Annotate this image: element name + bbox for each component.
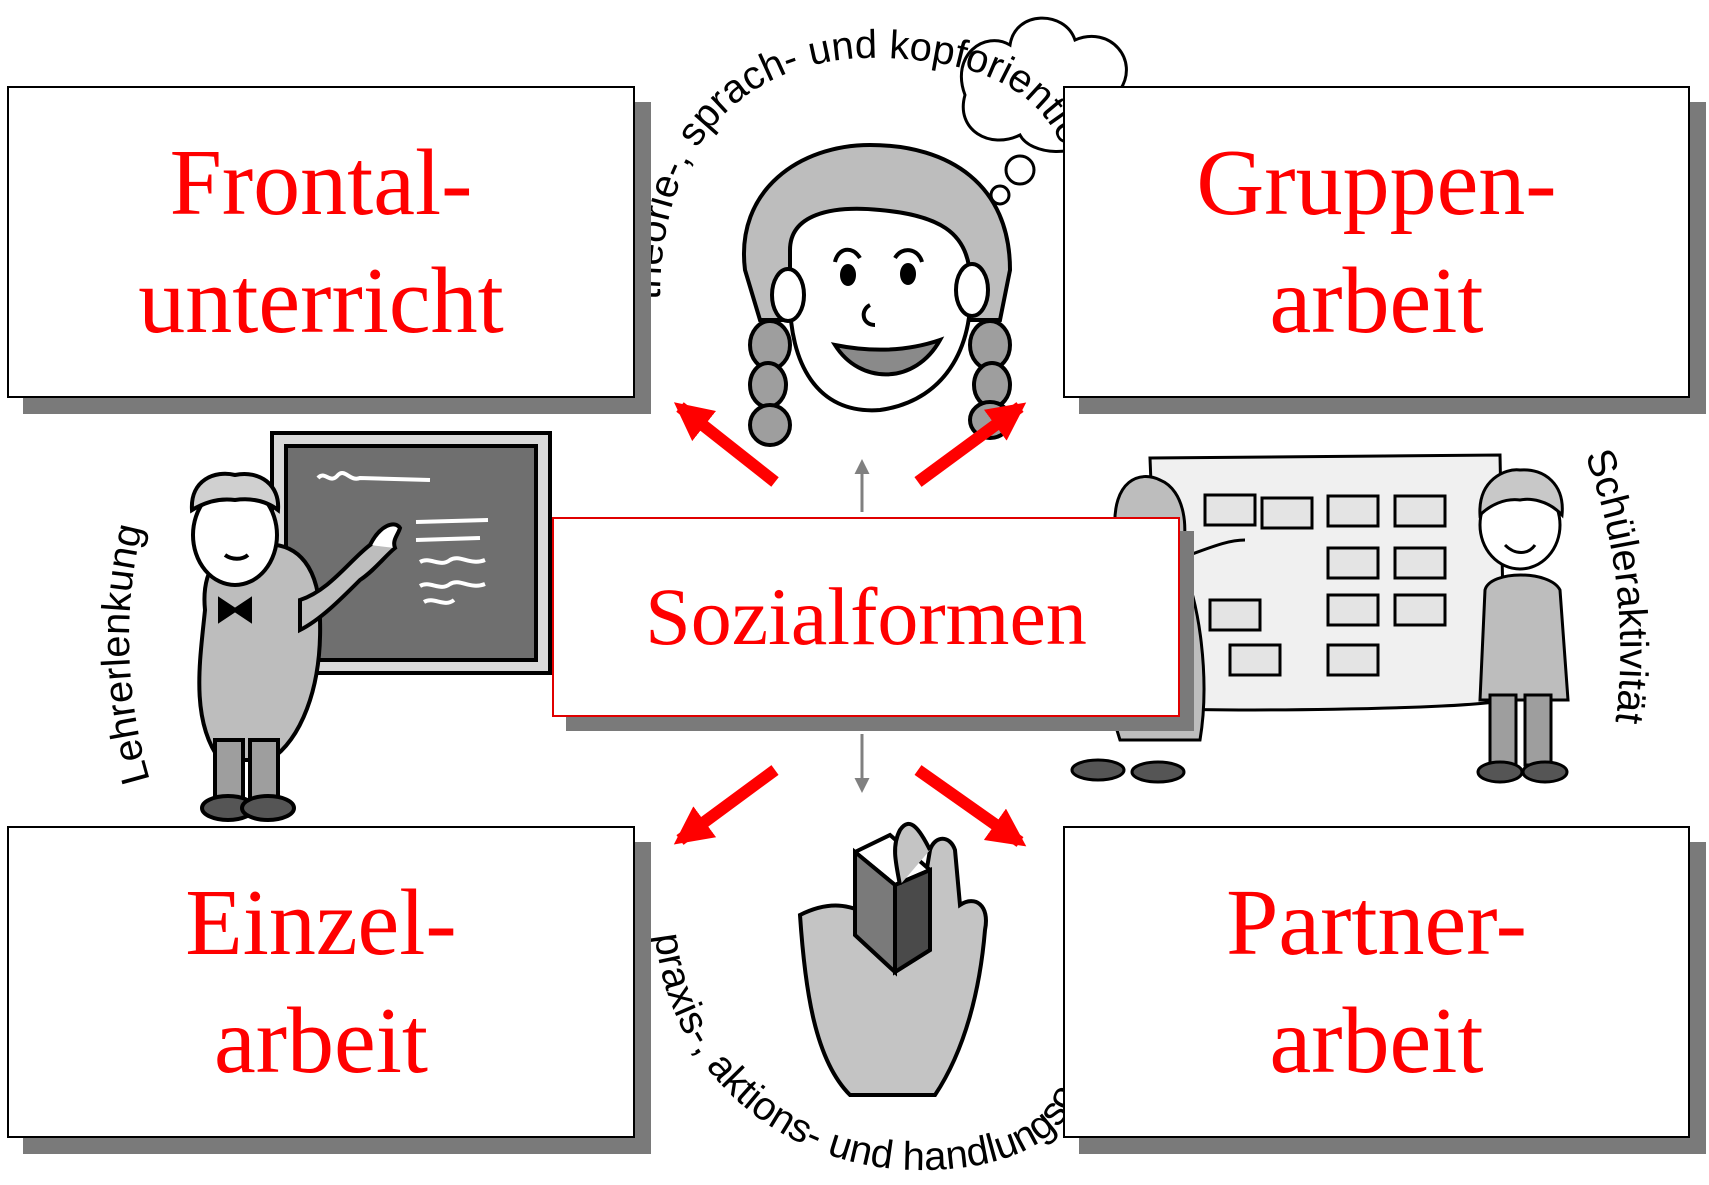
box-frontalunterricht: Frontal- unterricht [7,86,635,398]
box-frontal-line2: unterricht [138,249,504,353]
girl-face-icon [741,142,1013,447]
arc-label-left: Lehrerlenkung [94,519,159,789]
center-sozialformen: Sozialformen [552,517,1180,717]
box-einzel-line2: arbeit [214,989,428,1093]
hand-holding-cube-icon [797,822,988,1097]
arrows-to-corners [673,402,1027,847]
box-gruppen-line1: Gruppen- [1196,131,1557,235]
arrow-to-frontal [673,402,779,487]
arrow-to-gruppen [914,402,1027,487]
teacher-at-chalkboard-icon [189,431,552,822]
arrow-to-partner [914,765,1027,847]
box-gruppenarbeit: Gruppen- arbeit [1063,86,1690,398]
box-einzel-line1: Einzel- [185,871,457,975]
center-label: Sozialformen [645,571,1087,662]
box-partnerarbeit: Partner- arbeit [1063,826,1690,1138]
box-einzelarbeit: Einzel- arbeit [7,826,635,1138]
box-gruppen-line2: arbeit [1269,249,1484,353]
arrow-to-einzel [673,765,779,845]
box-partner-line2: arbeit [1269,989,1484,1093]
box-frontal-line1: Frontal- [169,131,473,235]
box-partner-line1: Partner- [1226,871,1527,975]
arc-label-right: Schüleraktivität [1577,443,1656,726]
